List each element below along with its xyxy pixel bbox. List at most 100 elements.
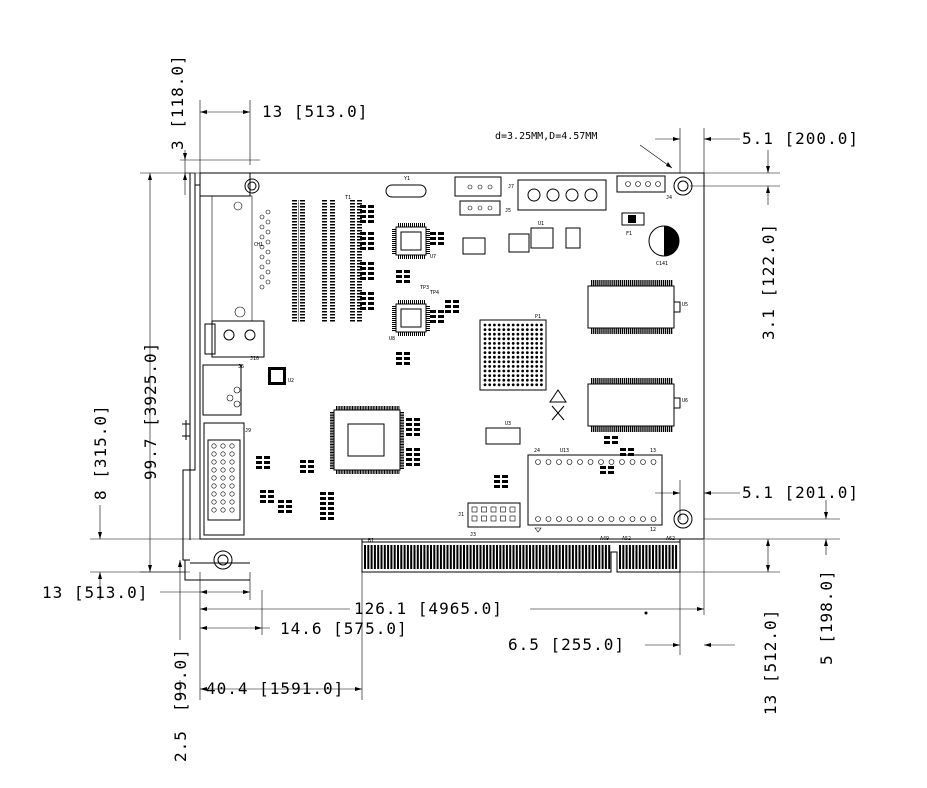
ball [521, 365, 524, 368]
pin [414, 223, 415, 227]
pad [322, 209, 327, 211]
smd-pad [430, 310, 436, 313]
ball [497, 383, 501, 387]
pad [357, 281, 362, 283]
pin [330, 431, 334, 433]
pin [392, 328, 396, 329]
pin [361, 470, 363, 474]
pin [613, 328, 615, 334]
pin [220, 483, 226, 489]
smd-pad [430, 237, 436, 240]
ball [511, 328, 515, 331]
ball [493, 374, 496, 377]
ball [516, 360, 520, 364]
pin [412, 300, 413, 304]
pin [382, 470, 384, 474]
pad [300, 254, 305, 256]
smd-pad [360, 267, 366, 270]
ball [530, 355, 534, 359]
pci-edge-fingers-right [619, 545, 678, 569]
pad [350, 215, 355, 217]
pad [350, 257, 355, 259]
pci-edge-fingers [364, 545, 611, 569]
pin [662, 328, 665, 334]
edge-finger [446, 545, 449, 569]
smd-pad [502, 485, 508, 488]
pad [357, 215, 362, 217]
ball [540, 355, 543, 359]
pad [350, 242, 355, 244]
pin [385, 406, 387, 410]
pin [607, 426, 609, 432]
pad [357, 206, 362, 208]
ball [493, 328, 496, 331]
pin [654, 280, 656, 286]
pin [500, 515, 506, 522]
pin [648, 426, 650, 432]
connector-j9: J9 [203, 422, 251, 536]
pin [339, 406, 341, 410]
pad [300, 251, 305, 253]
smd-pad [368, 267, 374, 270]
pin [400, 426, 404, 428]
pin [607, 378, 609, 384]
smd-pad [628, 453, 634, 456]
edge-finger [373, 545, 376, 569]
pin [654, 378, 656, 384]
pad [300, 317, 305, 319]
pin [220, 507, 226, 513]
pin [646, 280, 648, 286]
pin [330, 450, 334, 452]
pin [364, 470, 366, 474]
ball [535, 328, 539, 331]
pin [400, 413, 404, 415]
dim-left-bottom: 2.5 [171, 730, 190, 762]
ball [497, 378, 501, 382]
pad [350, 209, 355, 211]
pin [366, 470, 368, 474]
smd-pad [368, 272, 374, 275]
pad [300, 209, 305, 211]
pin [619, 378, 622, 384]
pin [481, 515, 487, 522]
ball [507, 351, 510, 354]
pin [330, 432, 334, 434]
ball [535, 369, 539, 373]
pad [292, 320, 297, 322]
ball [525, 383, 529, 387]
pin [330, 461, 334, 463]
pad [350, 239, 355, 241]
ball [525, 342, 529, 345]
pin [642, 378, 644, 384]
pin [384, 470, 385, 474]
pin [390, 470, 392, 474]
pad [292, 305, 297, 307]
pad [357, 203, 362, 205]
pin [625, 426, 628, 432]
pad [300, 212, 305, 214]
ball [488, 374, 492, 377]
pad [292, 296, 297, 298]
pad [300, 284, 305, 286]
ball [483, 383, 487, 387]
smd-pad [368, 215, 374, 218]
pin [400, 440, 404, 442]
pad [300, 224, 305, 226]
pin [369, 406, 371, 410]
pin [621, 426, 624, 432]
pin [392, 239, 396, 240]
pin [426, 326, 430, 327]
pin [416, 332, 417, 336]
pad [292, 251, 297, 253]
pin [400, 432, 404, 434]
smd-pad [328, 497, 334, 500]
ball [507, 374, 510, 377]
pin [384, 406, 385, 410]
ball [488, 346, 492, 350]
pad [330, 230, 335, 232]
pin [611, 378, 613, 384]
pad [300, 290, 305, 292]
pin [348, 406, 350, 410]
pad [357, 248, 362, 250]
pad [322, 260, 327, 262]
